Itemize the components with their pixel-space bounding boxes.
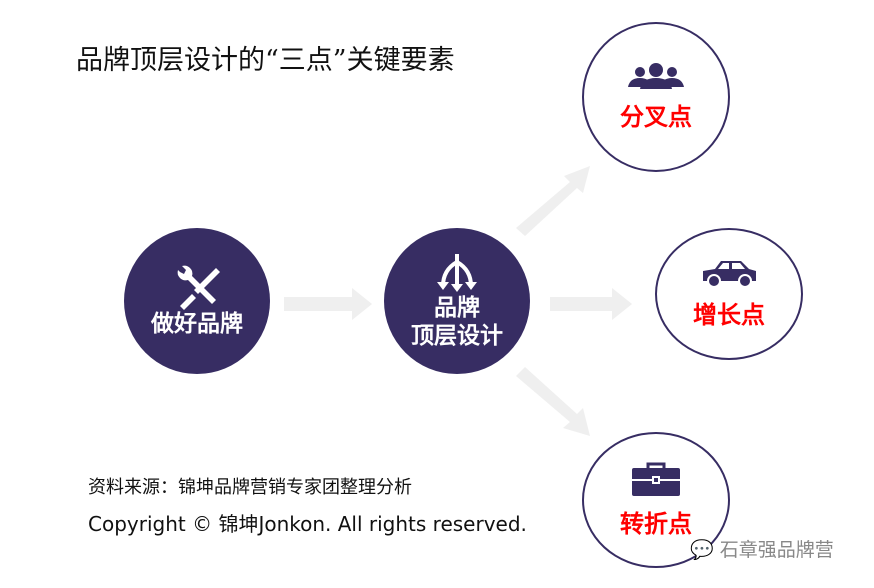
node-top-label: 分叉点 <box>620 102 692 131</box>
source-note: 资料来源：锦坤品牌营销专家团整理分析 <box>88 477 412 498</box>
page-title: 品牌顶层设计的“三点”关键要素 <box>76 45 455 76</box>
briefcase-icon <box>632 462 680 496</box>
wechat-icon: 💬 <box>690 539 714 561</box>
node-center-line1: 品牌 <box>434 295 480 321</box>
node-center-line2: 顶层设计 <box>411 323 503 349</box>
tools-icon <box>177 265 220 310</box>
node-bottom: 转折点 <box>582 432 730 568</box>
arrow-start-to-center <box>284 288 372 320</box>
node-center: 品牌 顶层设计 <box>384 228 530 374</box>
arrow-center-to-top <box>516 166 590 236</box>
copyright-note: Copyright © 锦坤Jonkon. All rights reserve… <box>88 512 527 536</box>
arrow-center-to-middle <box>550 288 632 320</box>
people-icon <box>628 62 684 89</box>
watermark: 💬 石章强品牌营 <box>690 535 834 562</box>
node-middle: 增长点 <box>655 228 803 360</box>
node-middle-label: 增长点 <box>693 300 765 329</box>
node-start-label: 做好品牌 <box>151 311 243 337</box>
node-start: 做好品牌 <box>124 228 270 374</box>
node-bottom-label: 转折点 <box>620 509 692 538</box>
car-icon <box>703 260 756 287</box>
node-top: 分叉点 <box>582 22 730 172</box>
split-arrows-icon <box>437 254 477 292</box>
watermark-text: 石章强品牌营 <box>719 539 834 561</box>
arrow-center-to-bottom <box>516 367 590 436</box>
